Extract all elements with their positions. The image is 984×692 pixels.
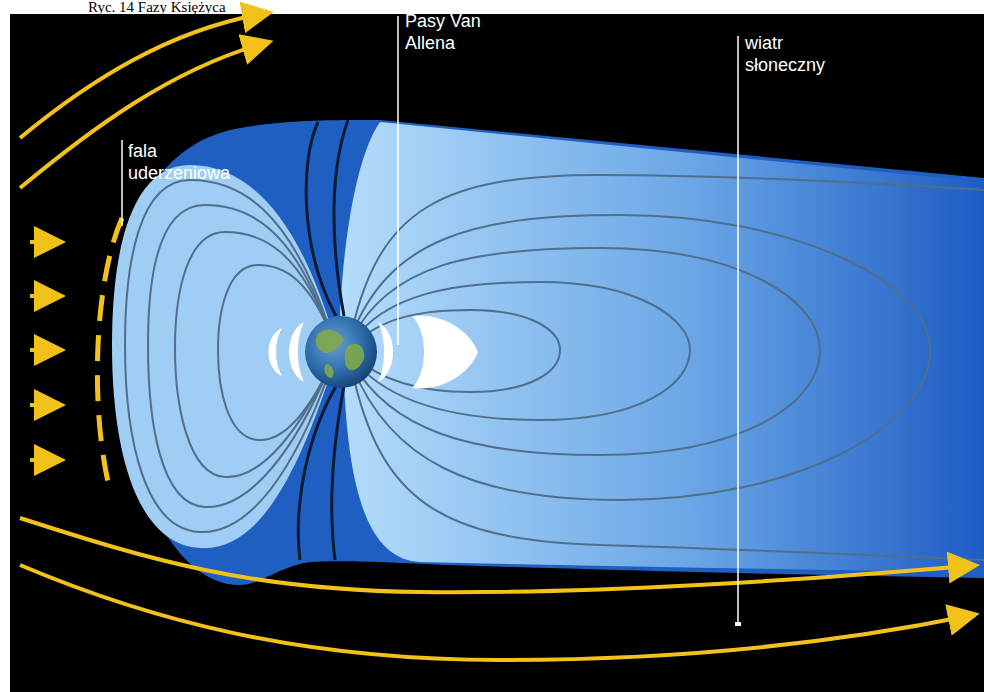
leader-lines	[122, 16, 738, 624]
solar-wind-label: wiatr słoneczny	[745, 32, 855, 76]
field-lines	[125, 175, 984, 560]
solar-wind-arrows	[20, 14, 968, 660]
magnetotail	[340, 122, 984, 572]
bow-shock	[97, 218, 122, 482]
figure-caption: Ryc. 14 Fazy Księżyca	[88, 0, 348, 15]
space-ground	[10, 14, 984, 692]
bow-shock-label: fala uderzeniowa	[128, 140, 248, 184]
leader-dot	[735, 622, 741, 626]
continents	[316, 330, 364, 378]
earth	[305, 316, 377, 388]
van-allen-label: Pasy Van Allena	[405, 10, 515, 54]
van-allen-belts	[269, 315, 479, 388]
